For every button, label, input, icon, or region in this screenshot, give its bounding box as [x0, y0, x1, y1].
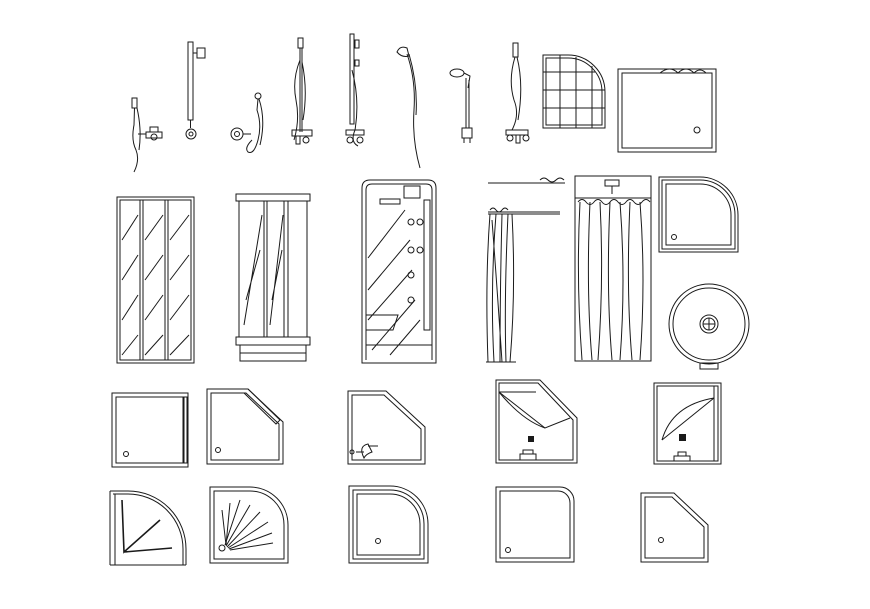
round-tray-plan-icon	[668, 283, 750, 370]
hand-shower-mixer-icon	[131, 97, 163, 173]
hydromassage-cabin-icon	[361, 179, 437, 364]
shower-mixer-set-icon	[505, 42, 530, 144]
rounded-corner-tray-icon	[495, 486, 575, 563]
pentagon-tray-plan-icon	[206, 388, 284, 465]
quadrant-tray-icon	[348, 485, 429, 564]
hand-shower-holder-icon	[449, 68, 473, 143]
corner-tray-with-mixer-icon	[347, 390, 426, 465]
tiled-quadrant-tray-icon	[542, 54, 606, 129]
angled-enclosure-door-swing-icon	[495, 379, 578, 464]
rectangular-tray-icon	[617, 68, 717, 153]
three-panel-glass-enclosure-icon	[116, 196, 195, 364]
quadrant-door-plan-icon	[109, 490, 187, 566]
pentagon-tray-icon	[640, 492, 709, 563]
shower-column-icon	[345, 33, 365, 147]
slide-bar-shower-icon	[185, 41, 206, 140]
two-panel-glass-enclosure-icon	[235, 193, 311, 362]
square-enclosure-door-swing-icon	[653, 382, 722, 465]
wall-hand-shower-icon	[230, 92, 264, 153]
curtain-rail-icon	[486, 177, 565, 363]
curtain-shower-icon	[574, 175, 652, 362]
square-tray-plan-icon	[111, 392, 189, 468]
fan-pattern-tray-icon	[209, 486, 289, 564]
quadrant-enclosure-plan-icon	[658, 176, 739, 253]
shower-head-hose-icon	[396, 46, 421, 169]
thermostatic-shower-column-icon	[291, 37, 313, 145]
